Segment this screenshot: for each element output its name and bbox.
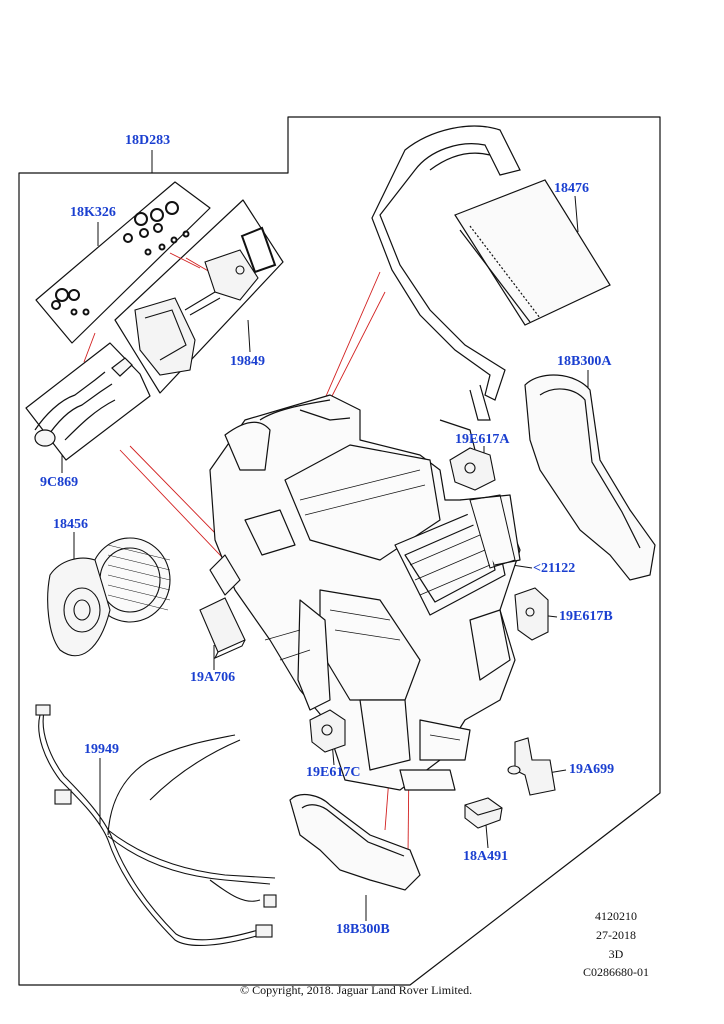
actuator-19e617c: [309, 709, 346, 753]
wiring-harness-19949: [35, 704, 277, 946]
hvac-housing: [209, 394, 521, 791]
seal-18b300a: [524, 374, 656, 581]
label-18456: 18456: [53, 517, 88, 532]
label-19e617c: 19E617C: [306, 765, 361, 780]
resistor-19a706: [199, 597, 246, 660]
housing-detail: [264, 469, 491, 741]
label-19a706: 19A706: [190, 670, 236, 685]
pipe-9c869: [34, 357, 133, 447]
actuator-19e617a: [449, 447, 496, 491]
reference-view: 3D: [608, 947, 624, 961]
reference-number: 4120210: [595, 909, 637, 923]
label-9c869: 9C869: [40, 475, 79, 490]
filter-21122: [469, 494, 516, 569]
label-18k326: 18K326: [70, 205, 116, 220]
label-21122: <21122: [533, 561, 576, 576]
assembly-frame: [18, 116, 661, 986]
reference-date: 27-2018: [596, 928, 636, 942]
seal-18b300b: [289, 793, 421, 891]
block-18a491: [464, 797, 503, 829]
actuator-19e617b: [514, 587, 549, 641]
blower-motor-18456: [47, 537, 171, 657]
reference-code: C0286680-01: [583, 965, 649, 979]
sensor-19a699: [507, 737, 556, 796]
label-19e617a: 19E617A: [455, 432, 510, 447]
o-rings-18k326: [51, 201, 190, 316]
kit-box-9c869: [25, 342, 151, 461]
expansion-valve-19849: [134, 226, 277, 376]
kit-box-18k326: [35, 181, 211, 344]
label-18b300b: 18B300B: [336, 922, 390, 937]
kit-box-19849: [114, 199, 284, 394]
heater-core-18476: [371, 125, 611, 421]
label-18d283: 18D283: [125, 133, 171, 148]
label-18b300a: 18B300A: [557, 354, 612, 369]
label-18476: 18476: [554, 181, 589, 196]
label-19e617b: 19E617B: [559, 609, 613, 624]
label-18a491: 18A491: [463, 849, 509, 864]
label-19a699: 19A699: [569, 762, 615, 777]
label-19849: 19849: [230, 354, 265, 369]
label-19949: 19949: [84, 742, 119, 757]
copyright-notice: © Copyright, 2018. Jaguar Land Rover Lim…: [240, 983, 473, 997]
